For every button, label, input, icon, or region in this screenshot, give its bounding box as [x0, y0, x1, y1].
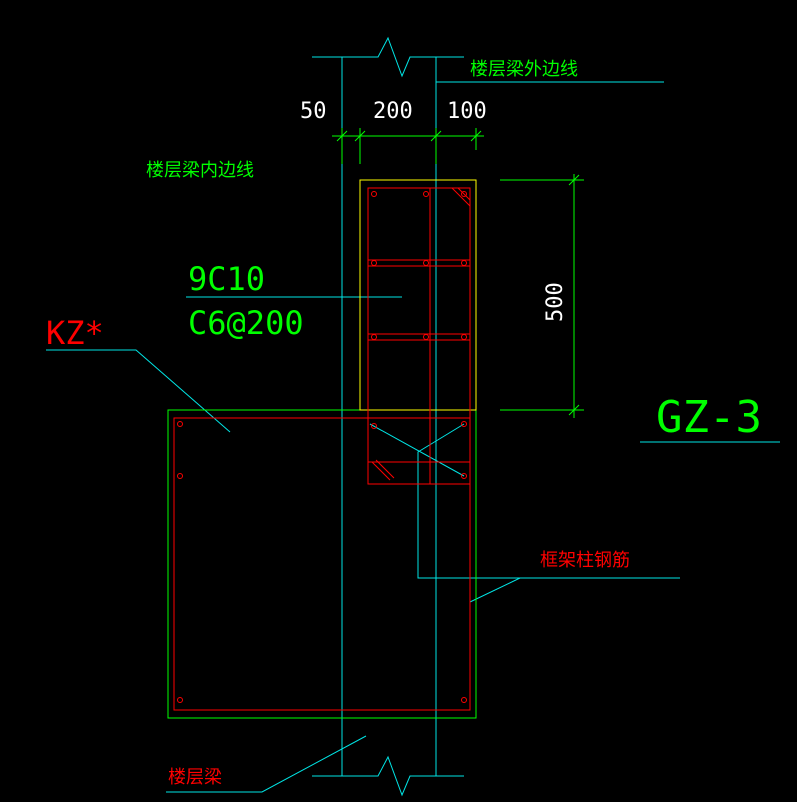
floor-beam-label: 楼层梁 [168, 767, 222, 788]
gz-rebar-cage [367, 187, 471, 485]
rebar-dot [461, 334, 467, 340]
rebar-dot [177, 473, 183, 479]
bottom-break-line [312, 755, 464, 797]
hook-bottom [371, 461, 391, 481]
dim-500: 500 [543, 282, 568, 322]
dim-200: 200 [373, 99, 413, 124]
rebar-dot [177, 697, 183, 703]
top-break-line [312, 36, 464, 78]
dim-tick-bottom [568, 404, 580, 416]
rebar-dot [461, 191, 467, 197]
kz-leader [46, 349, 231, 433]
rebar-dot [461, 421, 467, 427]
rebar-dot [371, 260, 377, 266]
beam-outer-edge-label: 楼层梁外边线 [470, 59, 578, 80]
rebar-dot [371, 334, 377, 340]
rebar-dot [423, 260, 429, 266]
frame-rebar-leader [369, 423, 465, 477]
hook-top-2 [457, 187, 471, 201]
rebar-dot [371, 191, 377, 197]
rebar-dot [423, 191, 429, 197]
cyan-linework [46, 36, 780, 797]
rebar-dot [461, 697, 467, 703]
kz-column-outline [167, 409, 477, 719]
gz-column-outline [359, 179, 477, 411]
dim-tick-1 [336, 130, 348, 142]
hook-bottom-2 [375, 459, 395, 479]
beam-inner-edge-label: 楼层梁内边线 [146, 160, 254, 181]
dim-50: 50 [300, 99, 327, 124]
frame-rebar-leader-3 [469, 577, 521, 603]
dim-tick-3 [430, 130, 442, 142]
frame-rebar-leader-2 [417, 423, 680, 579]
rebar-main-label: 9C10 [188, 260, 265, 298]
rebar-dot [177, 421, 183, 427]
kz-label: KZ* [46, 314, 104, 352]
rebar-dot [461, 260, 467, 266]
rebar-stirrup-label: C6@200 [188, 304, 304, 342]
green-linework [167, 128, 584, 719]
dim-100: 100 [447, 99, 487, 124]
rebar-dot [371, 423, 377, 429]
red-rebar [173, 187, 471, 711]
gz-label: GZ-3 [656, 392, 762, 443]
rebar-dot [461, 473, 467, 479]
kz-rebar-cage [173, 417, 471, 711]
dim-tick-2 [354, 130, 366, 142]
hook-top [451, 187, 471, 207]
floor-beam-leader [166, 735, 367, 793]
dim-tick-4 [470, 130, 482, 142]
dim-tick-top [568, 174, 580, 186]
rebar-dot [423, 334, 429, 340]
frame-rebar-label: 框架柱钢筋 [540, 550, 630, 571]
